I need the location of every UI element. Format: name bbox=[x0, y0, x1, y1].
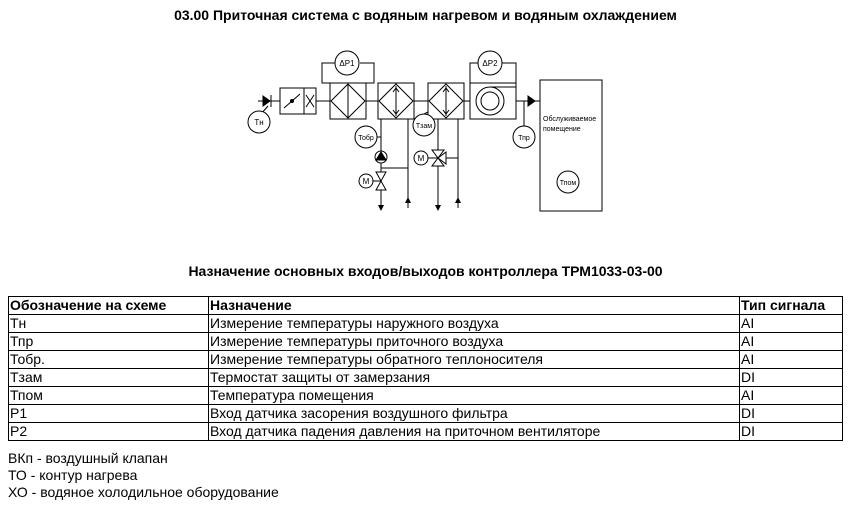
header-purpose: Назначение bbox=[208, 296, 740, 315]
cell-purpose: Измерение температуры обратного теплонос… bbox=[208, 350, 740, 369]
cell-signal-type: AI bbox=[739, 332, 843, 351]
dp1-sensor bbox=[334, 50, 360, 76]
cell-designation: Тобр. bbox=[8, 350, 209, 369]
cell-signal-type: AI bbox=[739, 350, 843, 369]
ventilation-schematic: ΔP1 ΔP2 Тн Тобр Тзам Тпр Тпом М М Обслуж… bbox=[247, 50, 603, 212]
m1-label: М bbox=[363, 177, 370, 186]
cell-signal-type: DI bbox=[739, 368, 843, 387]
header-designation: Обозначение на схеме bbox=[8, 296, 209, 315]
legend: ВКп - воздушный клапан ТО - контур нагре… bbox=[8, 450, 279, 501]
cell-signal-type: AI bbox=[739, 386, 843, 405]
room-label-line1: Обслуживаемое bbox=[543, 115, 596, 123]
cell-purpose: Измерение температуры приточного воздуха bbox=[208, 332, 740, 351]
cell-designation: Тпр bbox=[8, 332, 209, 351]
table-row: Тпр Измерение температуры приточного воз… bbox=[8, 332, 843, 351]
cell-signal-type: DI bbox=[739, 422, 843, 441]
tzam-label: Тзам bbox=[416, 123, 432, 130]
table-row: P1 Вход датчика засорения воздушного фил… bbox=[8, 404, 843, 423]
cell-purpose: Вход датчика падения давления на приточн… bbox=[208, 422, 740, 441]
dp1-label: ΔP1 bbox=[339, 59, 355, 68]
table-row: Тобр. Измерение температуры обратного те… bbox=[8, 350, 843, 369]
heating-coil bbox=[377, 82, 415, 120]
cell-signal-type: DI bbox=[739, 404, 843, 423]
table-row: Тн Измерение температуры наружного возду… bbox=[8, 314, 843, 333]
dp2-label: ΔP2 bbox=[482, 59, 498, 68]
damper-actuator bbox=[303, 87, 317, 115]
table-row: P2 Вход датчика падения давления на прит… bbox=[8, 422, 843, 441]
legend-item: ХО - водяное холодильное оборудование bbox=[8, 484, 279, 500]
tobr-label: Тобр bbox=[358, 134, 374, 142]
air-filter bbox=[329, 82, 367, 120]
cooling-valve bbox=[428, 149, 447, 167]
cell-purpose: Термостат защиты от замерзания bbox=[208, 368, 740, 387]
io-table: Обозначение на схеме Назначение Тип сигн… bbox=[8, 296, 843, 441]
cell-designation: Тн bbox=[8, 314, 209, 333]
cooling-valve-actuator bbox=[413, 150, 429, 166]
tpom-sensor bbox=[556, 170, 580, 194]
header-signal-type: Тип сигнала bbox=[739, 296, 843, 315]
tn-label: Тн bbox=[254, 118, 263, 127]
tpr-sensor bbox=[512, 125, 536, 149]
cell-designation: P2 bbox=[8, 422, 209, 441]
m2-label: М bbox=[418, 154, 425, 163]
air-inlet-arrow bbox=[258, 95, 280, 107]
cooling-coil bbox=[427, 82, 465, 120]
tpr-label: Тпр bbox=[518, 135, 530, 142]
cell-designation: Тпом bbox=[8, 386, 209, 405]
dp2-sensor bbox=[477, 50, 503, 76]
legend-item: ВКп - воздушный клапан bbox=[8, 450, 168, 466]
tpom-label: Тпом bbox=[560, 180, 577, 187]
supply-fan bbox=[469, 82, 517, 120]
cell-purpose: Вход датчика засорения воздушного фильтр… bbox=[208, 404, 740, 423]
air-damper bbox=[279, 87, 305, 115]
table-title: Назначение основных входов/выходов контр… bbox=[188, 263, 663, 279]
circulation-pump bbox=[374, 150, 388, 164]
tn-sensor bbox=[247, 110, 271, 134]
cell-purpose: Температура помещения bbox=[208, 386, 740, 405]
cell-designation: Тзам bbox=[8, 368, 209, 387]
cell-signal-type: AI bbox=[739, 314, 843, 333]
heating-valve-actuator bbox=[358, 173, 374, 189]
cell-purpose: Измерение температуры наружного воздуха bbox=[208, 314, 740, 333]
room-label-line2: помещение bbox=[543, 126, 581, 133]
table-row: Тзам Термостат защиты от замерзания DI bbox=[8, 368, 843, 387]
table-row: Тпом Температура помещения AI bbox=[8, 386, 843, 405]
page-title: 03.00 Приточная система с водяным нагрев… bbox=[174, 7, 677, 23]
heating-valve bbox=[372, 171, 387, 191]
legend-item: ТО - контур нагрева bbox=[8, 467, 138, 483]
table-header-row: Обозначение на схеме Назначение Тип сигн… bbox=[8, 296, 843, 315]
cell-designation: P1 bbox=[8, 404, 209, 423]
